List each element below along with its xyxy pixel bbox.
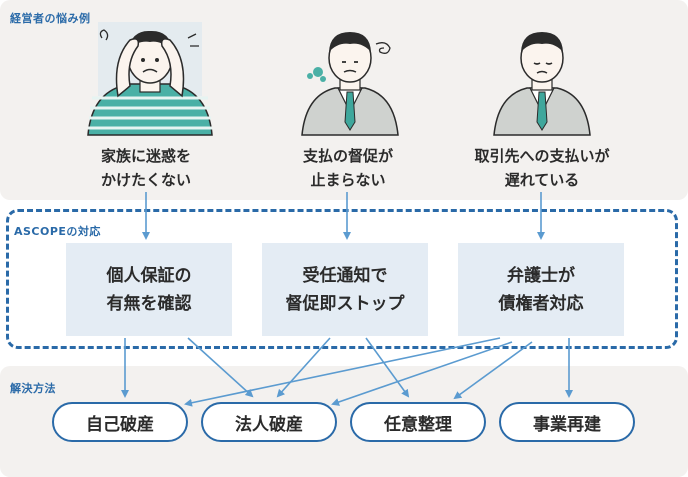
worry-supplier-line1: 取引先への支払いが bbox=[474, 147, 610, 165]
action-check-guarantee: 個人保証の 有無を確認 bbox=[66, 243, 232, 336]
action-check-guarantee-line2: 有無を確認 bbox=[106, 293, 192, 314]
action-check-guarantee-line1: 個人保証の bbox=[106, 265, 192, 286]
stressed-person-illustration bbox=[87, 22, 213, 136]
worry-family: 家族に迷惑を かけたくない bbox=[56, 144, 236, 192]
worry-supplier-line2: 遅れている bbox=[504, 171, 580, 189]
action-lawyer-creditors: 弁護士が 債権者対応 bbox=[458, 243, 624, 336]
worries-section-label: 経営者の悩み例 bbox=[10, 12, 91, 25]
action-stop-dunning: 受任通知で 督促即ストップ bbox=[262, 243, 428, 336]
solution-business-rehabilitation: 事業再建 bbox=[499, 402, 635, 442]
action-stop-dunning-line1: 受任通知で bbox=[302, 265, 388, 286]
arrow-action1-hojin bbox=[187, 337, 254, 398]
arrow-action2-hojin bbox=[276, 337, 331, 398]
worried-person-illustration bbox=[493, 32, 591, 136]
arrow-action3-nini bbox=[453, 341, 533, 400]
worry-dunning: 支払の督促が 止まらない bbox=[258, 144, 438, 192]
ascope-section-label: ASCOPEの対応 bbox=[14, 225, 101, 238]
worry-family-line2: かけたくない bbox=[100, 171, 191, 189]
solution-voluntary-arrangement: 任意整理 bbox=[350, 402, 486, 442]
arrow-action3-hojin bbox=[331, 341, 513, 406]
worry-dunning-line2: 止まらない bbox=[310, 171, 386, 189]
action-lawyer-line2: 債権者対応 bbox=[498, 293, 584, 314]
worry-supplier-payment: 取引先への支払いが 遅れている bbox=[452, 144, 632, 192]
worry-family-line1: 家族に迷惑を bbox=[100, 147, 191, 165]
solution-personal-bankruptcy: 自己破産 bbox=[52, 402, 188, 442]
arrow-action2-nini bbox=[365, 337, 410, 398]
action-lawyer-line1: 弁護士が bbox=[507, 265, 575, 286]
action-stop-dunning-line2: 督促即ストップ bbox=[285, 293, 405, 314]
solutions-section-label: 解決方法 bbox=[10, 382, 56, 395]
worry-dunning-line1: 支払の督促が bbox=[302, 147, 393, 165]
arrow-action3-jiko bbox=[184, 337, 501, 407]
solution-corporate-bankruptcy: 法人破産 bbox=[201, 402, 337, 442]
owner-illustrations bbox=[87, 22, 591, 136]
dizzy-person-illustration bbox=[301, 32, 399, 136]
